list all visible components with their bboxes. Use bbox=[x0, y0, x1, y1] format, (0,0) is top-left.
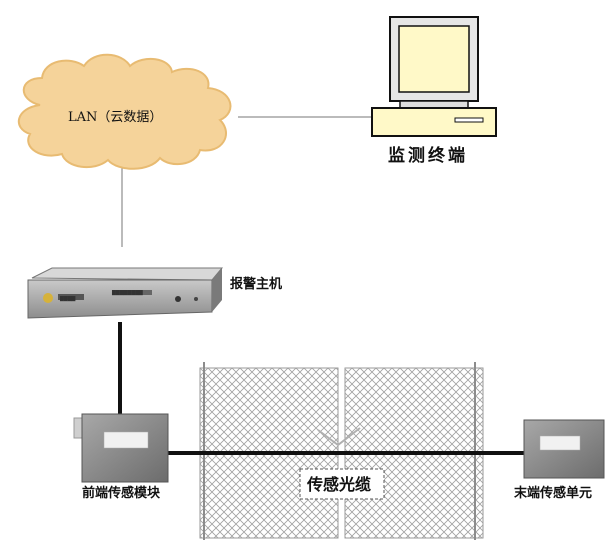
lan-cloud bbox=[17, 53, 232, 170]
monitor-terminal-icon bbox=[371, 16, 497, 137]
alarm-host-label: 报警主机 bbox=[230, 276, 282, 292]
monitor-label: 监测终端 bbox=[388, 145, 468, 166]
front-module-label: 前端传感模块 bbox=[82, 485, 161, 501]
host-brand: ▇▇▇▇ bbox=[59, 296, 76, 302]
host-model: ▇▇▇▇▇▇▇▇ bbox=[111, 290, 143, 296]
lan-label: LAN（云数据） bbox=[68, 110, 162, 125]
fiber-label-box bbox=[299, 468, 385, 500]
fiber-cable-label: 传感光缆 bbox=[306, 475, 371, 494]
alarm-host-icon bbox=[27, 267, 224, 319]
end-unit-label: 末端传感单元 bbox=[513, 485, 592, 501]
end-unit-icon bbox=[523, 419, 605, 479]
front-module-icon bbox=[73, 413, 169, 483]
